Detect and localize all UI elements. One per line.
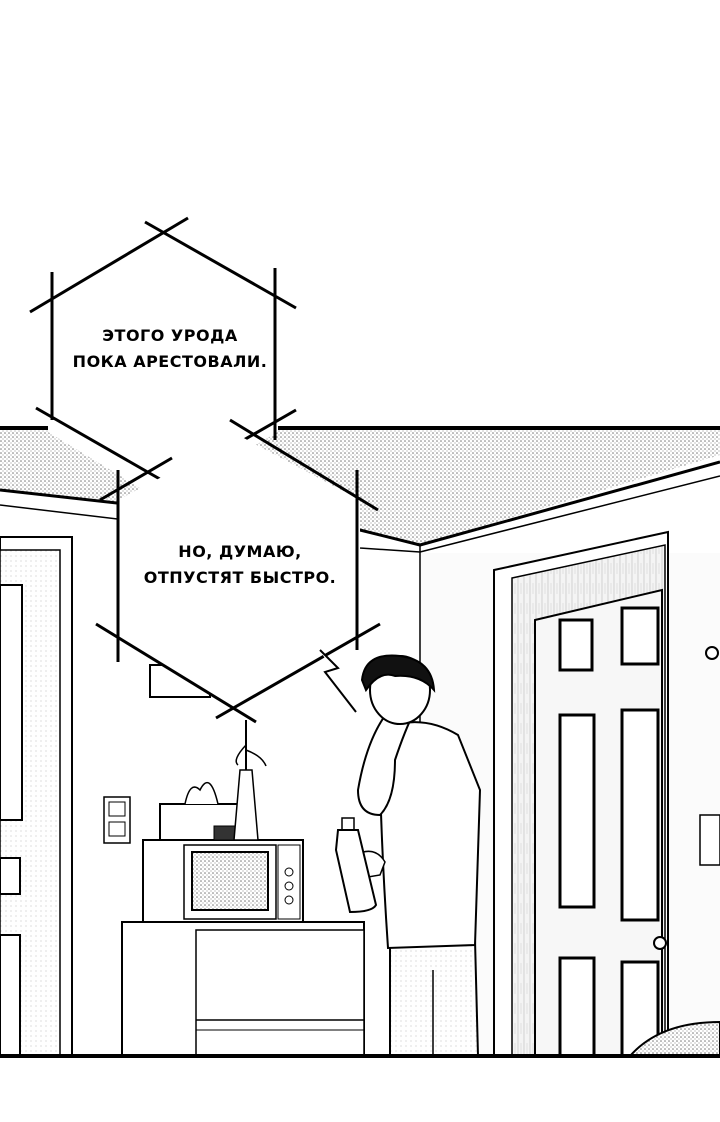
vase [233,720,267,841]
speech-bubble-2-text: НО, ДУМАЮ, ОТПУСТЯТ БЫСТРО. [143,542,337,587]
water-bottle [334,817,378,914]
left-door [0,536,73,1057]
microwave [142,839,304,923]
man-on-phone [334,654,482,1057]
light-switch [103,796,131,844]
right-door [493,530,669,1058]
wall-outlet [699,814,720,866]
mini-fridge [121,921,365,1057]
speech-bubble-1-text: ЭТОГО УРОДА ПОКА АРЕСТОВАЛИ. [72,326,268,371]
tissue-box [159,781,253,841]
speech-bubble-2 [95,418,381,724]
wall-hook [705,646,719,660]
